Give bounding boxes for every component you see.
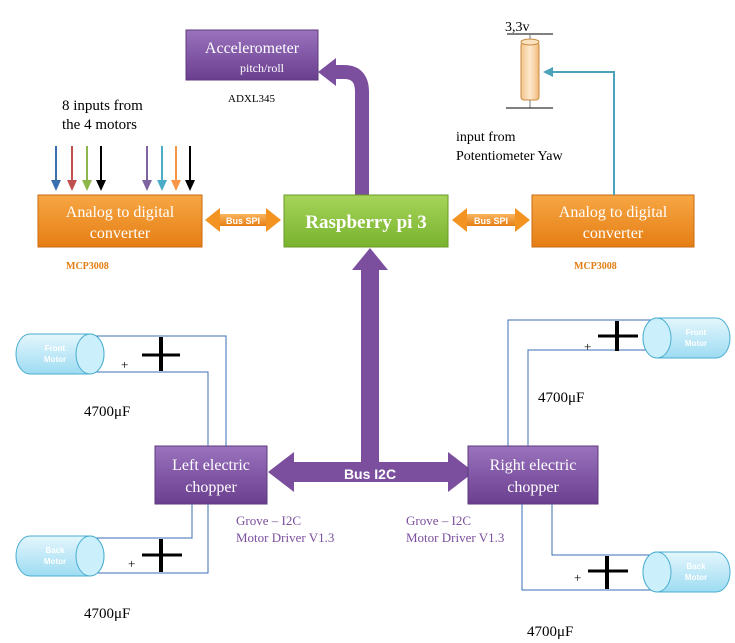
left-chopper-line1: Left electric bbox=[172, 457, 250, 474]
raspberry-pi-title: Raspberry pi 3 bbox=[305, 212, 426, 233]
adc-right-block: Analog to digital converter bbox=[531, 194, 695, 248]
input-arrow-8 bbox=[185, 146, 195, 191]
capacitor-front-right: + bbox=[584, 321, 638, 354]
input-arrow-2 bbox=[67, 146, 77, 191]
adc-right-line1: Analog to digital bbox=[559, 204, 668, 221]
left-chopper-block: Left electric chopper bbox=[154, 445, 268, 505]
input-arrow-7 bbox=[171, 146, 181, 191]
adc-right-part: MCP3008 bbox=[574, 261, 617, 272]
motor-front-left-line1: Front bbox=[45, 344, 66, 353]
bus-spi-left-arrow: Bus SPI bbox=[205, 208, 281, 232]
right-chopper-block: Right electric chopper bbox=[467, 445, 599, 505]
adc-left-block: Analog to digital converter bbox=[37, 194, 203, 248]
input-arrow-6 bbox=[157, 146, 167, 191]
motor-back-left-line2: Motor bbox=[44, 557, 66, 566]
voltage-label: 3,3v bbox=[505, 20, 530, 35]
cap-front-left-plus: + bbox=[121, 357, 128, 372]
motor-front-left: Front Motor bbox=[15, 333, 105, 375]
input-arrow-1 bbox=[51, 146, 61, 191]
potentiometer: 3,3v bbox=[505, 20, 553, 109]
adc-right-line2: converter bbox=[583, 225, 644, 242]
inputs-label-line2: the 4 motors bbox=[62, 117, 137, 133]
cap-label-1: 4700μF bbox=[84, 404, 130, 420]
cap-label-4: 4700μF bbox=[527, 624, 573, 640]
motor-back-right-line1: Back bbox=[686, 562, 706, 571]
motor-back-left: Back Motor bbox=[15, 535, 105, 577]
adc-left-line1: Analog to digital bbox=[66, 204, 175, 221]
bus-spi-right-arrow: Bus SPI bbox=[452, 208, 530, 232]
cap-back-left-plus: + bbox=[128, 556, 135, 571]
motor-front-right: Front Motor bbox=[642, 317, 731, 359]
motor-back-right-line2: Motor bbox=[685, 573, 707, 582]
cap-front-right-plus: + bbox=[584, 339, 591, 354]
input-arrow-4 bbox=[96, 146, 106, 191]
wires bbox=[52, 319, 662, 591]
cap-label-3: 4700μF bbox=[538, 390, 584, 406]
right-driver-line2: Motor Driver V1.3 bbox=[406, 530, 504, 545]
bus-spi-right-label: Bus SPI bbox=[474, 216, 508, 226]
accelerometer-subtitle: pitch/roll bbox=[240, 61, 285, 75]
arrow-to-raspberry bbox=[352, 248, 388, 464]
input-arrow-3 bbox=[82, 146, 92, 191]
left-driver-line2: Motor Driver V1.3 bbox=[236, 530, 334, 545]
inputs-label-line1: 8 inputs from bbox=[62, 98, 143, 114]
cap-label-2: 4700μF bbox=[84, 606, 130, 622]
left-chopper-line2: chopper bbox=[185, 479, 237, 496]
arrow-to-accelerometer bbox=[318, 58, 369, 195]
pot-label-line2: Potentiometer Yaw bbox=[456, 149, 563, 164]
potentiometer-wiper-arrow bbox=[543, 67, 615, 195]
motor-back-right: Back Motor bbox=[642, 551, 731, 593]
right-chopper-line1: Right electric bbox=[490, 457, 577, 474]
motor-front-right-line1: Front bbox=[686, 328, 707, 337]
motor-back-left-line1: Back bbox=[45, 546, 65, 555]
bus-spi-left-label: Bus SPI bbox=[226, 216, 260, 226]
adc-left-part: MCP3008 bbox=[66, 261, 109, 272]
capacitor-back-left: + bbox=[128, 539, 182, 572]
accelerometer-block: Accelerometer pitch/roll bbox=[185, 29, 319, 81]
accelerometer-title: Accelerometer bbox=[205, 40, 300, 57]
bus-i2c-label: Bus I2C bbox=[344, 466, 396, 482]
right-chopper-line2: chopper bbox=[507, 479, 559, 496]
motor-front-right-line2: Motor bbox=[685, 339, 707, 348]
accelerometer-part: ADXL345 bbox=[228, 93, 276, 105]
left-driver-line1: Grove – I2C bbox=[236, 513, 301, 528]
capacitor-front-left: + bbox=[121, 337, 180, 372]
motor-input-arrows bbox=[51, 146, 195, 191]
right-driver-line1: Grove – I2C bbox=[406, 513, 471, 528]
bus-i2c-arrow bbox=[268, 452, 474, 492]
capacitor-back-right: + bbox=[574, 556, 628, 589]
adc-left-line2: converter bbox=[90, 225, 151, 242]
cap-back-right-plus: + bbox=[574, 570, 581, 585]
pot-label-line1: input from bbox=[456, 130, 516, 145]
input-arrow-5 bbox=[142, 146, 152, 191]
raspberry-pi-block: Raspberry pi 3 bbox=[283, 194, 449, 248]
motor-front-left-line2: Motor bbox=[44, 355, 66, 364]
